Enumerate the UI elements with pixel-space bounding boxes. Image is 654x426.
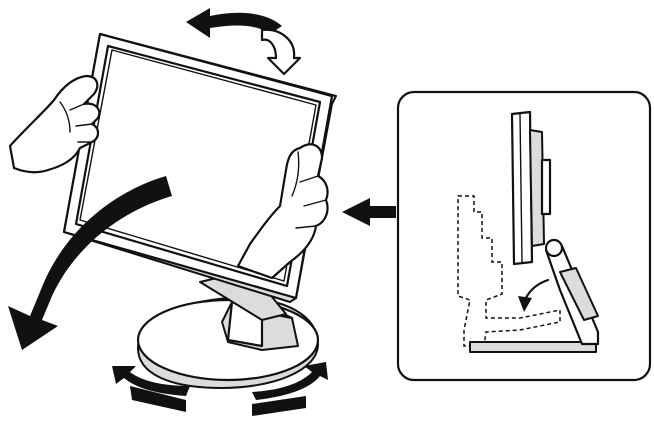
tilt-arrow-icon: [8, 176, 172, 350]
monitor-stand: [136, 269, 320, 389]
inset-base: [469, 341, 597, 353]
swivel-arrow-icon: [112, 362, 328, 416]
inset-monitor: [510, 110, 534, 266]
side-view-inset: [396, 90, 652, 382]
right-hand-icon: [236, 143, 329, 280]
pointer-arrow-icon: [342, 198, 396, 226]
inset-curve-arrow-icon: [518, 278, 550, 312]
rotate-arrow-icon: [186, 8, 302, 76]
tilt-range-outline: [457, 195, 561, 347]
inset-hinge: [544, 238, 564, 258]
left-hand-icon: [8, 74, 101, 174]
